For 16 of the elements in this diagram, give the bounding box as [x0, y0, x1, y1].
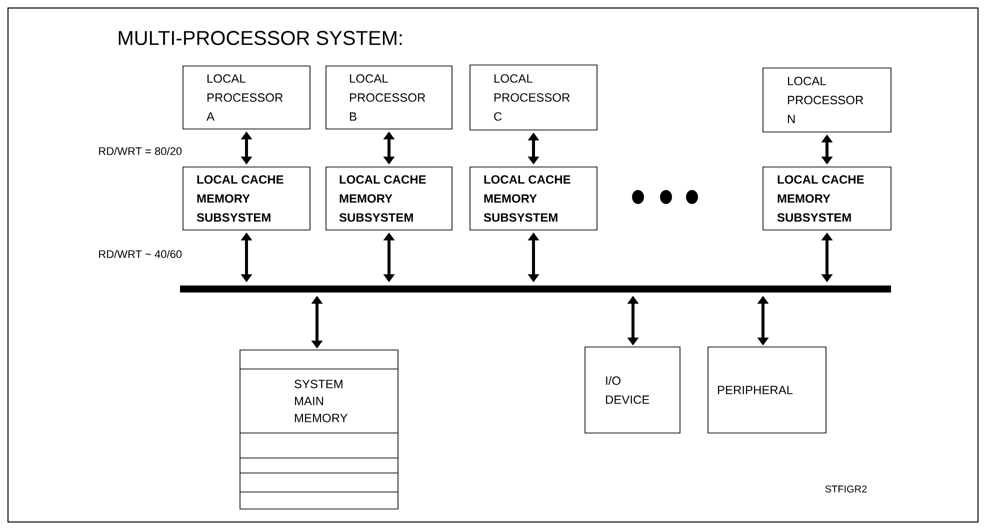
- processor-box: LOCAL PROCESSOR N: [762, 68, 892, 132]
- processor-box: LOCAL PROCESSOR B: [326, 66, 452, 130]
- cache-box: LOCAL CACHE MEMORY SUBSYSTEM: [182, 166, 310, 230]
- cache-box: LOCAL CACHE MEMORY SUBSYSTEM: [762, 166, 892, 230]
- device-box: I/O DEVICE: [584, 346, 680, 434]
- bus-bar: [180, 286, 891, 292]
- processor-box: LOCAL PROCESSOR C: [470, 64, 598, 130]
- processor-box: LOCAL PROCESSOR A: [182, 66, 310, 130]
- cache-box: LOCAL CACHE MEMORY SUBSYSTEM: [470, 166, 598, 230]
- rate-label: RD/WRT = 80/20: [99, 146, 182, 156]
- memory-stack: SYSTEM MAIN MEMORY: [240, 350, 398, 510]
- cache-box: LOCAL CACHE MEMORY SUBSYSTEM: [326, 166, 452, 230]
- title: MULTI-PROCESSOR SYSTEM:: [118, 30, 402, 46]
- rate-label: RD/WRT ~ 40/60: [99, 250, 182, 258]
- figure-code: STFIGR2: [825, 485, 867, 493]
- device-box: PERIPHERAL: [708, 346, 826, 434]
